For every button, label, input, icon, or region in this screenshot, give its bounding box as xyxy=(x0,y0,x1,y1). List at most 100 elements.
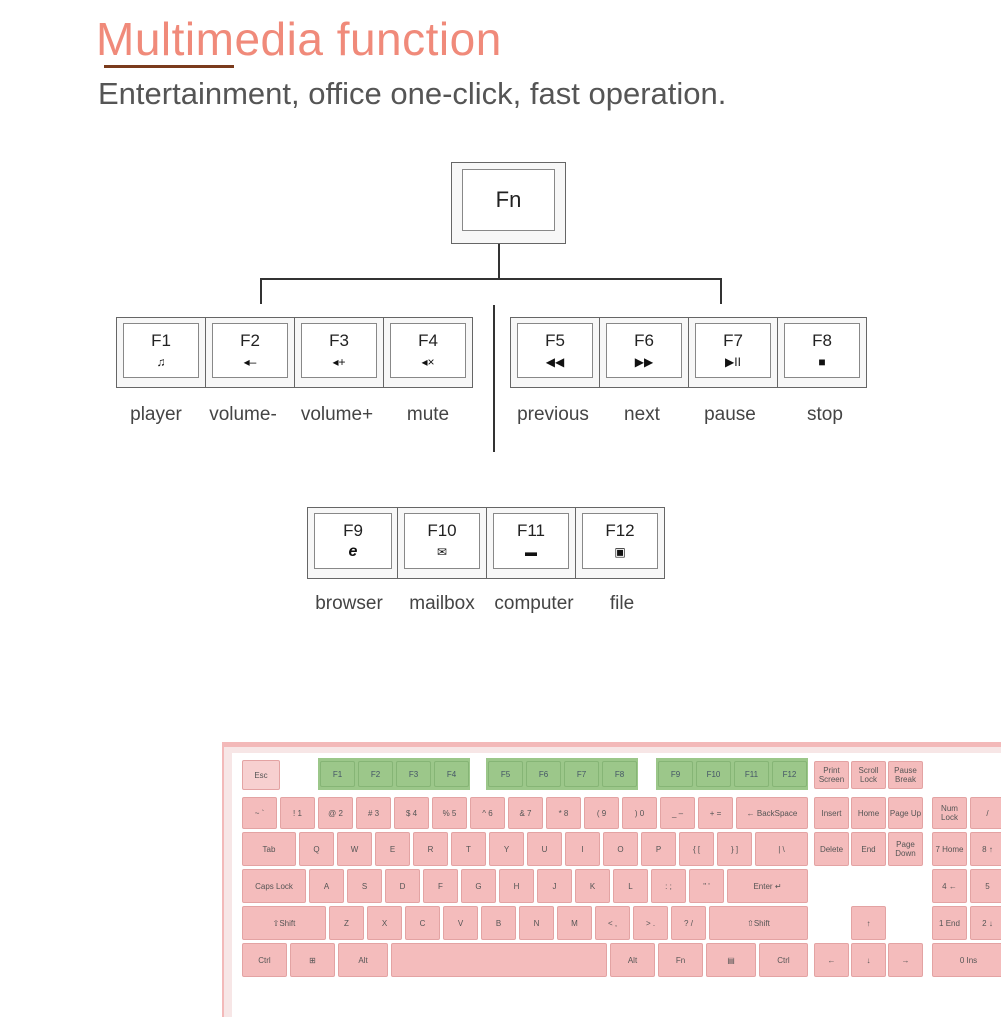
caption-file: file xyxy=(609,593,635,614)
kb-key: G xyxy=(461,869,496,903)
kb-num-8-key: 8 ↑ xyxy=(970,832,1001,866)
caption-browser: browser xyxy=(315,593,383,614)
title-underline xyxy=(104,65,234,68)
kb-key: A xyxy=(309,869,344,903)
f6-key: F6▶▶ xyxy=(599,317,689,388)
kb-pause-break-key: Pause Break xyxy=(888,761,923,789)
kb-key: ( 9 xyxy=(584,797,619,829)
kb-fn-key: Fn xyxy=(658,943,703,977)
kb-left-shift-key: ⇧Shift xyxy=(242,906,326,940)
kb-key: Z xyxy=(329,906,364,940)
kb-delete-key: Delete xyxy=(814,832,849,866)
kb-f3-key: F3 xyxy=(396,761,431,787)
page-subtitle: Entertainment, office one-click, fast op… xyxy=(98,76,727,111)
kb-key: X xyxy=(367,906,402,940)
kb-key: F xyxy=(423,869,458,903)
kb-f1-key: F1 xyxy=(320,761,355,787)
kb-key: D xyxy=(385,869,420,903)
caption-computer: computer xyxy=(494,593,574,614)
kb-f2-key: F2 xyxy=(358,761,393,787)
volume-up-icon: ◂+ xyxy=(332,354,346,369)
f8-key: F8■ xyxy=(777,317,867,388)
volume-down-icon: ◂– xyxy=(243,354,257,369)
kb-key: L xyxy=(613,869,648,903)
kb-key: $ 4 xyxy=(394,797,429,829)
kb-esc-key: Esc xyxy=(242,760,280,790)
kb-key: V xyxy=(443,906,478,940)
key-label: F5 xyxy=(545,330,565,350)
kb-tab-key: Tab xyxy=(242,832,296,866)
f4-key: F4◂× xyxy=(383,317,473,388)
connector-horizontal xyxy=(260,278,722,280)
group-divider xyxy=(493,305,495,452)
keyboard-illustration: Esc F1 F2 F3 F4 F5 F6 F7 F8 F9 F10 F11 F… xyxy=(222,742,1001,1017)
kb-f7-key: F7 xyxy=(564,761,599,787)
key-label: F1 xyxy=(151,330,171,350)
caption-pause: pause xyxy=(704,404,756,425)
kb-right-shift-key: ⇧Shift xyxy=(709,906,808,940)
kb-key: N xyxy=(519,906,554,940)
kb-key: * 8 xyxy=(546,797,581,829)
f10-key: F10✉ xyxy=(397,507,487,579)
kb-key: B xyxy=(481,906,516,940)
kb-key: ) 0 xyxy=(622,797,657,829)
f2-key: F2◂– xyxy=(205,317,295,388)
kb-key: Y xyxy=(489,832,524,866)
kb-key: : ; xyxy=(651,869,686,903)
kb-arrow-up-key: ↑ xyxy=(851,906,886,940)
kb-key: ! 1 xyxy=(280,797,315,829)
kb-num-1-key: 1 End xyxy=(932,906,967,940)
kb-key: ~ ` xyxy=(242,797,277,829)
kb-key: Q xyxy=(299,832,334,866)
kb-key: I xyxy=(565,832,600,866)
page-title: Multimedia function xyxy=(96,13,502,65)
kb-key: < , xyxy=(595,906,630,940)
kb-key: P xyxy=(641,832,676,866)
caption-mute: mute xyxy=(406,404,450,425)
kb-key: { [ xyxy=(679,832,714,866)
kb-page-down-key: Page Down xyxy=(888,832,923,866)
kb-scroll-lock-key: Scroll Lock xyxy=(851,761,886,789)
kb-f5-key: F5 xyxy=(488,761,523,787)
kb-left-alt-key: Alt xyxy=(338,943,388,977)
kb-arrow-left-key: ← xyxy=(814,943,849,977)
caption-mailbox: mailbox xyxy=(409,593,475,614)
kb-insert-key: Insert xyxy=(814,797,849,829)
kb-key: & 7 xyxy=(508,797,543,829)
kb-num-5-key: 5 xyxy=(970,869,1001,903)
music-note-icon: ♫ xyxy=(156,354,166,369)
connector-right-drop xyxy=(720,278,722,304)
key-label: F9 xyxy=(343,521,363,540)
kb-key: } ] xyxy=(717,832,752,866)
caption-volume-up: volume+ xyxy=(300,404,374,425)
caption-next: next xyxy=(624,404,660,425)
kb-key: " ' xyxy=(689,869,724,903)
connector-vertical-main xyxy=(498,244,500,279)
kb-right-ctrl-key: Ctrl xyxy=(759,943,808,977)
key-label: F6 xyxy=(634,330,654,350)
stop-icon: ■ xyxy=(818,354,826,369)
kb-num-slash-key: / xyxy=(970,797,1001,829)
keyboard-body: Esc F1 F2 F3 F4 F5 F6 F7 F8 F9 F10 F11 F… xyxy=(232,753,1001,1017)
kb-f8-key: F8 xyxy=(602,761,637,787)
f1-key: F1 ♫ xyxy=(116,317,206,388)
kb-backspace-key: ← BackSpace xyxy=(736,797,808,829)
kb-key: H xyxy=(499,869,534,903)
connector-left-drop xyxy=(260,278,262,304)
kb-num-7-key: 7 Home xyxy=(932,832,967,866)
kb-key: > . xyxy=(633,906,668,940)
kb-num-lock-key: Num Lock xyxy=(932,797,967,829)
kb-key: + = xyxy=(698,797,733,829)
kb-key: C xyxy=(405,906,440,940)
kb-print-screen-key: Print Screen xyxy=(814,761,849,789)
kb-menu-key: ▤ xyxy=(706,943,756,977)
computer-icon: ▬ xyxy=(525,545,537,559)
kb-right-alt-key: Alt xyxy=(610,943,655,977)
kb-key: | \ xyxy=(755,832,808,866)
key-label: F10 xyxy=(427,521,457,540)
kb-key: _ – xyxy=(660,797,695,829)
kb-home-key: Home xyxy=(851,797,886,829)
f5-key: F5◀◀ xyxy=(510,317,600,388)
kb-key: T xyxy=(451,832,486,866)
